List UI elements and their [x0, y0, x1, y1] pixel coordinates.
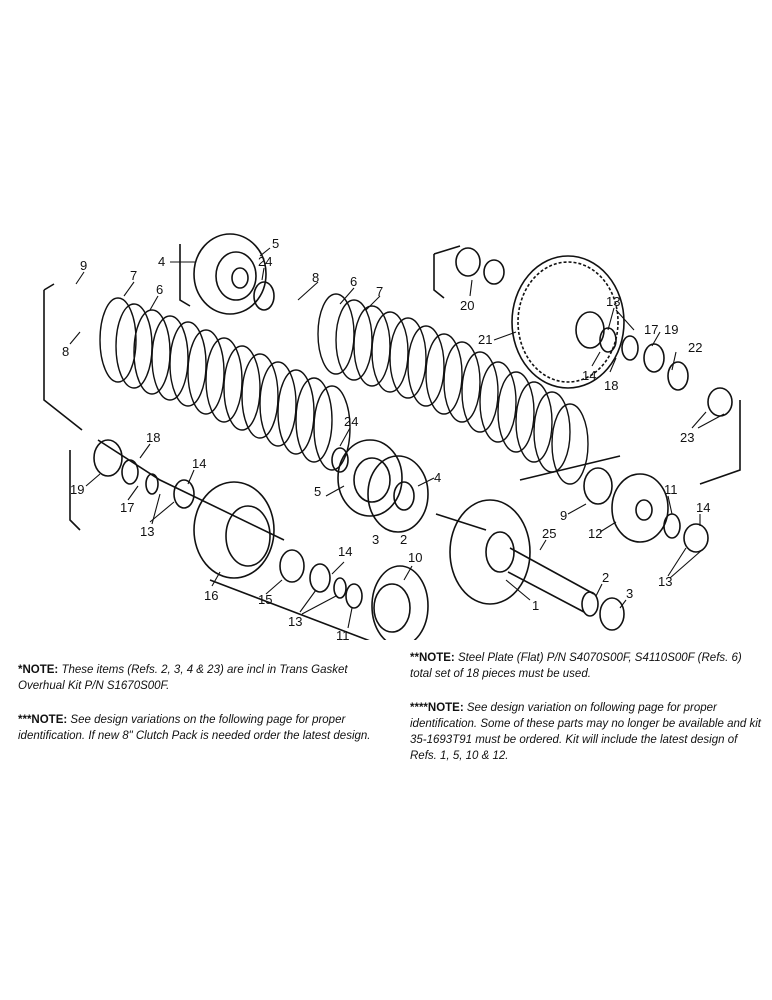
callout-25: 25 [542, 526, 556, 541]
callout-14: 14 [582, 368, 596, 383]
callout-6: 6 [156, 282, 163, 297]
callout-24: 24 [344, 414, 358, 429]
seal-rings-lower [331, 447, 429, 533]
bearing-19-lower [93, 439, 123, 477]
callout-20: 20 [460, 298, 474, 313]
assembly-frame-left [43, 283, 285, 541]
clutch-pack-right [317, 293, 589, 485]
note-3-label: ***NOTE: [18, 714, 68, 726]
main-shaft-1 [435, 499, 625, 631]
lower-middle-rings [309, 563, 363, 609]
note-4: ****NOTE: See design variation on follow… [410, 700, 762, 764]
callout-8: 8 [312, 270, 319, 285]
assembly-frame-right [433, 245, 741, 485]
callout-13: 13 [658, 574, 672, 589]
callout-labels: 9 8 7 6 4 5 24 8 6 7 24 5 4 3 2 9 12 20 … [62, 236, 710, 640]
note-3-text: See design variations on the following p… [18, 714, 371, 742]
assembly-frame-lower [69, 450, 370, 640]
callout-17: 17 [644, 322, 658, 337]
bearing-20 [455, 247, 505, 285]
callout-3: 3 [372, 532, 379, 547]
right-shaft-parts [599, 327, 733, 417]
callout-13: 13 [288, 614, 302, 629]
callout-13: 13 [140, 524, 154, 539]
callout-5: 5 [314, 484, 321, 499]
callout-12: 12 [588, 526, 602, 541]
callout-7: 7 [130, 268, 137, 283]
callout-21: 21 [478, 332, 492, 347]
note-4-text: See design variation on following page f… [410, 702, 761, 762]
callout-23: 23 [680, 430, 694, 445]
leader-lines [69, 247, 725, 629]
callout-19: 19 [664, 322, 678, 337]
callout-18: 18 [146, 430, 160, 445]
callout-13: 13 [606, 294, 620, 309]
note-2: **NOTE: Steel Plate (Flat) P/N S4070S00F… [410, 650, 762, 682]
note-1-label: *NOTE: [18, 664, 59, 676]
callout-6: 6 [350, 274, 357, 289]
note-1: *NOTE: These items (Refs. 2, 3, 4 & 23) … [18, 662, 368, 694]
callout-2: 2 [602, 570, 609, 585]
note-4-label: ****NOTE: [410, 702, 464, 714]
exploded-parts-diagram: 9 8 7 6 4 5 24 8 6 7 24 5 4 3 2 9 12 20 … [43, 233, 741, 640]
lower-left-rings [121, 459, 195, 509]
right-rings-11-14 [663, 513, 709, 553]
callout-19: 19 [70, 482, 84, 497]
bearing-15 [279, 549, 305, 583]
carrier-10 [371, 565, 429, 640]
callout-14: 14 [696, 500, 710, 515]
callout-11: 11 [336, 628, 350, 640]
piston-lower [337, 439, 403, 517]
callout-18: 18 [604, 378, 618, 393]
hub-12 [611, 473, 669, 543]
callout-7: 7 [376, 284, 383, 299]
piston-upper [193, 233, 267, 315]
callout-2: 2 [400, 532, 407, 547]
assembly-frame-center [179, 244, 621, 481]
large-gear-21 [511, 255, 625, 389]
callout-15: 15 [258, 592, 272, 607]
callout-14: 14 [192, 456, 206, 471]
callout-10: 10 [408, 550, 422, 565]
callout-24: 24 [258, 254, 272, 269]
seal-ring-24-upper [253, 281, 275, 311]
callout-8: 8 [62, 344, 69, 359]
callout-16: 16 [204, 588, 218, 603]
drum-gear-16 [193, 481, 275, 579]
callout-4: 4 [434, 470, 441, 485]
note-2-label: **NOTE: [410, 652, 455, 664]
callout-4: 4 [158, 254, 165, 269]
callout-17: 17 [120, 500, 134, 515]
callout-14: 14 [338, 544, 352, 559]
callout-5: 5 [272, 236, 279, 251]
note-2-text: Steel Plate (Flat) P/N S4070S00F, S4110S… [410, 652, 742, 680]
note-3: ***NOTE: See design variations on the fo… [18, 712, 372, 744]
callout-1: 1 [532, 598, 539, 613]
snap-ring-9-right [583, 467, 613, 505]
callout-22: 22 [688, 340, 702, 355]
callout-3: 3 [626, 586, 633, 601]
note-1-text: These items (Refs. 2, 3, 4 & 23) are inc… [18, 664, 348, 692]
callout-11: 11 [664, 482, 678, 497]
callout-9: 9 [80, 258, 87, 273]
clutch-pack-left [99, 297, 351, 471]
callout-9: 9 [560, 508, 567, 523]
